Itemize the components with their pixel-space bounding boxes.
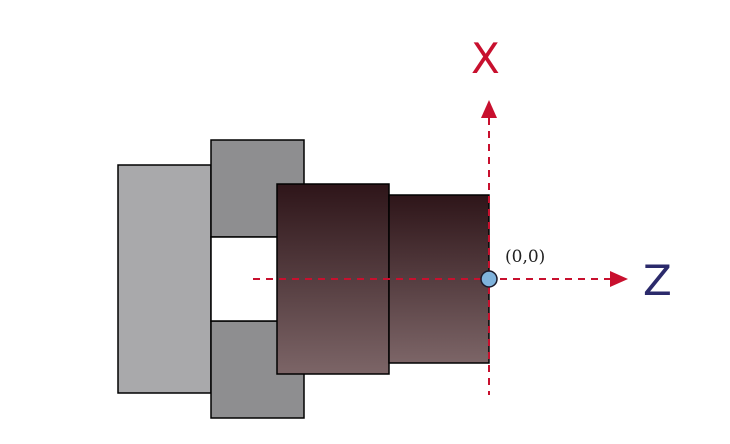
z-axis-arrowhead	[610, 271, 628, 287]
origin-marker	[480, 270, 498, 288]
chuck-body	[117, 164, 212, 394]
origin-label: (0,0)	[505, 247, 545, 267]
x-axis-label: X	[471, 34, 500, 83]
z-axis-label: Z	[643, 256, 672, 305]
x-axis-arrowhead	[481, 100, 497, 118]
